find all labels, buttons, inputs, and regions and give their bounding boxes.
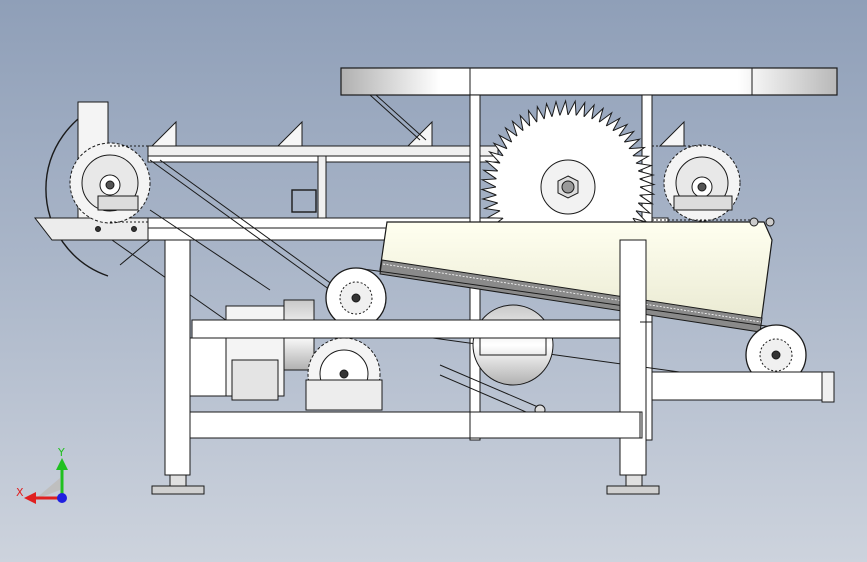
y-axis-label: Y <box>57 446 65 459</box>
right-sprocket <box>652 144 750 222</box>
inclined-hood <box>379 217 775 333</box>
top-table-bar <box>340 67 838 141</box>
z-axis-dot <box>57 493 67 503</box>
mid-beam <box>191 319 835 403</box>
x-axis-arrowhead <box>24 492 36 504</box>
base-frame <box>151 239 660 495</box>
triad-plane <box>34 478 60 500</box>
x-axis-label: X <box>16 486 24 499</box>
coordinate-triad: Y X <box>16 446 68 504</box>
y-axis-arrowhead <box>56 458 68 470</box>
left-sprocket <box>69 142 151 224</box>
